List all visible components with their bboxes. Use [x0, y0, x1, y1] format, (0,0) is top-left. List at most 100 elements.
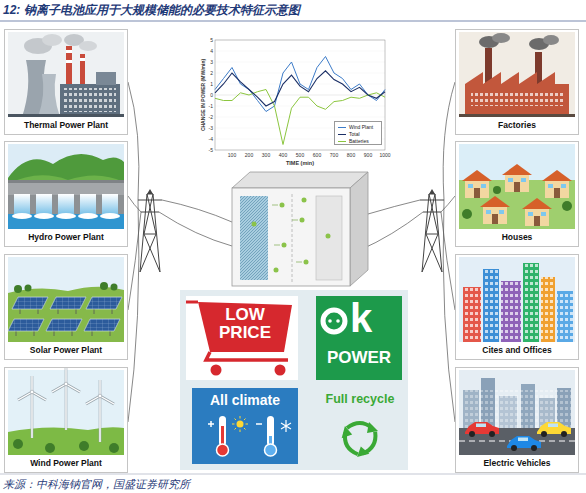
- tick-label: 0: [210, 92, 213, 98]
- houses-picture-part: [493, 186, 501, 194]
- solar-plant-picture-part: [8, 287, 124, 342]
- features-panel-part: [347, 422, 378, 433]
- pylon-part: [420, 189, 444, 272]
- battery-cell-part: [240, 196, 268, 280]
- features-panel-part: [186, 296, 298, 380]
- feature-badge: All climate: [192, 388, 298, 464]
- houses-picture-part: [462, 209, 472, 219]
- panel-label: Hydro Power Plant: [28, 231, 104, 243]
- tick-label: 4: [210, 48, 213, 54]
- wind-plant-picture-part: [52, 368, 80, 430]
- consumer-panel: Houses: [455, 141, 579, 247]
- features-panel-part: [232, 416, 248, 432]
- power-lines-part: [443, 82, 455, 200]
- wind-plant-picture: [8, 368, 124, 455]
- consumer-panel: Cites and Offices: [455, 254, 579, 360]
- thermal-plant-picture: [8, 32, 124, 117]
- thermal-plant-picture-part: [79, 41, 97, 51]
- rule-lines-part: [0, 474, 586, 475]
- features-panel-part: [180, 290, 408, 470]
- power-chart: [198, 30, 394, 170]
- features-panel-part: [192, 388, 298, 464]
- axis-title: TIME (min): [286, 160, 314, 167]
- city-picture-part: [501, 281, 521, 342]
- panel-label: Houses: [502, 231, 533, 243]
- features-panel-part: [211, 365, 222, 376]
- features-panel-part: [337, 425, 362, 457]
- features-panel-part: [281, 420, 291, 432]
- power-lines-part: [128, 200, 139, 422]
- thermal-plant-picture-part: [96, 72, 116, 85]
- thermal-plant-picture-part: [60, 84, 120, 117]
- legend-line-sample: [338, 134, 346, 135]
- hydro-plant-picture-part: [100, 213, 120, 219]
- power-chart-part: [198, 30, 394, 170]
- solar-plant-picture-part: [8, 319, 44, 336]
- city-picture: [459, 257, 575, 342]
- logo-letter: k: [350, 298, 372, 338]
- legend-text: Batteries: [349, 138, 369, 144]
- panel-label: Cites and Offices: [482, 344, 551, 356]
- thermal-plant-picture-part: [42, 34, 62, 46]
- hydro-plant-picture-part: [8, 183, 124, 195]
- source-panel: Hydro Power Plant: [4, 141, 128, 247]
- hydro-plant-picture-part: [8, 195, 124, 216]
- city-picture-part: [463, 287, 481, 342]
- hydro-plant-picture-part: [56, 213, 76, 219]
- wind-plant-picture-part: [79, 441, 89, 451]
- hydro-plant-picture: [8, 144, 124, 229]
- hydro-plant-picture-part: [34, 213, 54, 219]
- consumer-panel: Electric Vehicles: [455, 367, 579, 473]
- houses-picture-part: [562, 201, 572, 211]
- power-chart-part: [215, 95, 385, 96]
- battery-cell-part: [316, 196, 342, 280]
- tick-label: -3: [209, 125, 213, 131]
- power-lines-part: [128, 196, 141, 212]
- battery-cell-part: [292, 194, 293, 282]
- battery-cell-part: [240, 196, 268, 280]
- hydro-plant-picture-part: [78, 213, 98, 219]
- power-lines-part: [368, 200, 420, 214]
- power-chart-part: [215, 90, 385, 145]
- thermal-plant-picture-part: [66, 50, 72, 53]
- feature-text: Full recycle: [326, 391, 395, 407]
- legend-line-sample: [338, 127, 346, 128]
- houses-picture-part: [480, 196, 510, 224]
- hydro-plant-picture-part: [12, 213, 32, 219]
- city-picture-part: [501, 281, 521, 342]
- features-panel-part: [336, 319, 340, 323]
- legend-text: Wind Plant: [349, 124, 373, 130]
- solar-plant-picture-part: [8, 257, 124, 342]
- houses-picture-part: [522, 198, 552, 226]
- power-lines-part: [128, 82, 139, 200]
- factory-picture-part: [459, 114, 575, 117]
- source-panel: Wind Power Plant: [4, 367, 128, 473]
- factory-picture-part: [471, 92, 563, 106]
- thermal-plant-picture-part: [8, 32, 124, 117]
- power-lines-part: [441, 196, 455, 212]
- ev-picture-part: [507, 436, 541, 451]
- factory-picture: [459, 32, 575, 117]
- solar-plant-picture-part: [46, 319, 82, 336]
- city-picture-part: [483, 269, 499, 342]
- solar-plant-picture-part: [12, 297, 48, 314]
- features-panel-part: [186, 301, 198, 304]
- hydro-plant-picture-part: [36, 194, 52, 216]
- factory-picture-part: [465, 72, 569, 117]
- battery-cell-part: [232, 172, 368, 188]
- rule-lines-part: [0, 21, 586, 22]
- tick-label: 1000: [379, 152, 390, 158]
- features-panel-part: [198, 302, 292, 352]
- solar-plant-picture-part: [50, 297, 86, 314]
- power-chart-part: [215, 40, 385, 139]
- factory-picture-part: [492, 33, 510, 43]
- features-panel-part: [355, 429, 380, 461]
- solar-plant-picture-part: [14, 285, 22, 293]
- power-lines-part: [159, 212, 232, 246]
- tick-label: -2: [209, 114, 213, 120]
- hydro-plant-picture-part: [102, 194, 118, 216]
- city-picture-part: [557, 291, 573, 342]
- legend-text: Total: [349, 131, 360, 137]
- features-panel-part: [237, 421, 244, 428]
- ev-picture-part: [465, 422, 499, 437]
